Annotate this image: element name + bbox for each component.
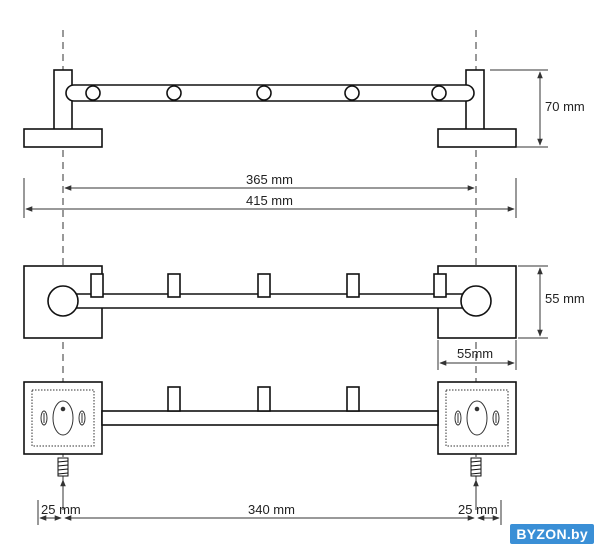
- dim-label-height-side: 70 mm: [545, 99, 585, 114]
- hook-circle: [166, 85, 182, 101]
- dim-height-side: [490, 69, 548, 148]
- left-base: [23, 128, 103, 148]
- left-mount-detail: [31, 389, 95, 447]
- dim-label-plate-width: 55mm: [457, 346, 493, 361]
- hook-circle: [256, 85, 272, 101]
- dim-label-right-offset: 25 mm: [458, 502, 498, 517]
- screw-arrows: [60, 479, 479, 510]
- hook-tab: [257, 386, 271, 412]
- dim-overall-length: [23, 178, 517, 218]
- mount-bar: [101, 410, 439, 426]
- hook-circle: [85, 85, 101, 101]
- left-mount-circle: [47, 285, 79, 317]
- right-mount-plate: [437, 381, 517, 455]
- hook-tab: [346, 386, 360, 412]
- brand-label: BYZON.by: [510, 524, 594, 544]
- dim-label-overall-length: 415 mm: [246, 193, 293, 208]
- side-view: [23, 69, 517, 148]
- hook-tab: [167, 273, 181, 298]
- hook-tab: [346, 273, 360, 298]
- front-view: [23, 265, 517, 339]
- hook-circle: [344, 85, 360, 101]
- dim-label-mount-span: 365 mm: [246, 172, 293, 187]
- right-screw-icon: [470, 457, 482, 477]
- left-screw-icon: [57, 457, 69, 477]
- hook-tab: [90, 273, 104, 298]
- hook-tab: [167, 386, 181, 412]
- dim-label-left-offset: 25 mm: [41, 502, 81, 517]
- left-mount-plate: [23, 381, 103, 455]
- right-base: [437, 128, 517, 148]
- dim-label-plate-height: 55 mm: [545, 291, 585, 306]
- dim-plate-height: [518, 265, 548, 339]
- right-mount-circle: [460, 285, 492, 317]
- dim-bottom: [37, 500, 502, 525]
- right-mount-detail: [445, 389, 509, 447]
- hook-tab: [257, 273, 271, 298]
- dim-label-hole-span: 340 mm: [248, 502, 295, 517]
- hook-circle: [431, 85, 447, 101]
- brand-watermark: BYZON.by: [510, 524, 594, 544]
- mounting-view: [23, 381, 517, 455]
- hook-tab: [433, 273, 447, 298]
- dim-plate-width: [437, 340, 517, 370]
